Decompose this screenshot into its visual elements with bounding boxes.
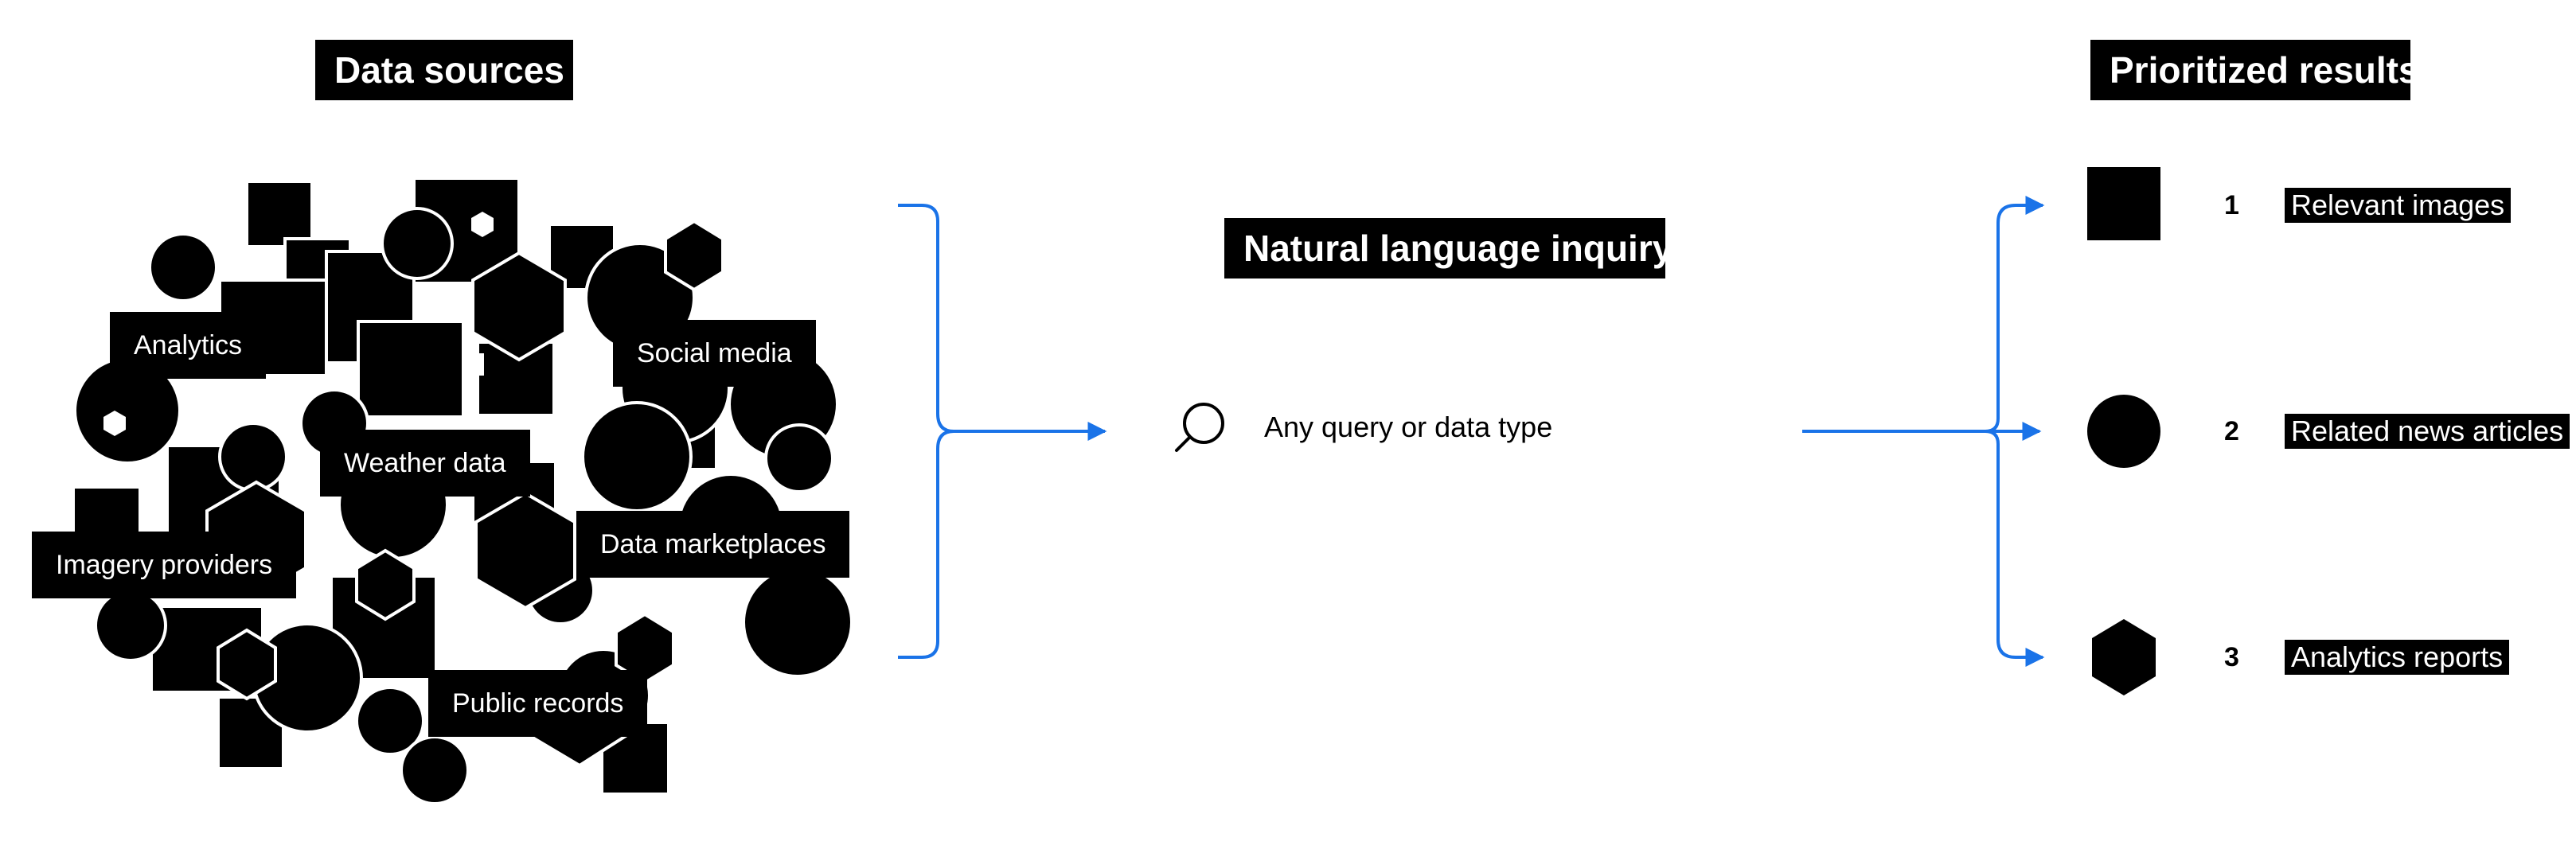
result-label-related-news-articles: Related news articles [2285, 414, 2570, 449]
source-data-marketplaces: Data marketplaces [576, 511, 850, 578]
hexagon-icon [2092, 619, 2156, 695]
source-shape-hexagon [474, 491, 576, 610]
source-shape-accent [471, 212, 494, 237]
source-shape-square [245, 180, 314, 248]
source-shape-circle [94, 589, 167, 662]
result-label-analytics-reports: Analytics reports [2285, 640, 2510, 675]
source-shape-circle [742, 567, 853, 678]
source-bracket [898, 204, 954, 659]
source-shape-hexagon [217, 628, 277, 701]
source-social-media: Social media [613, 320, 816, 387]
result-rank-3: 3 [2224, 642, 2239, 672]
source-shape-hexagon [355, 548, 416, 621]
query-text: Any query or data type [1264, 411, 1553, 443]
source-shape-hexagon [664, 219, 724, 292]
results-branch [1985, 430, 2045, 667]
source-shape-accent [554, 345, 580, 371]
source-imagery-providers: Imagery providers [32, 532, 297, 598]
source-shape-hexagon [471, 251, 567, 362]
source-shape-circle [218, 422, 288, 492]
source-shape-circle [381, 207, 454, 280]
source-shape-circle [400, 735, 470, 805]
source-shape-circle [581, 401, 693, 512]
search-icon [1175, 403, 1224, 452]
source-shape-accent [462, 353, 484, 376]
result-label-relevant-images: Relevant images [2285, 188, 2512, 223]
source-analytics: Analytics [110, 312, 267, 379]
data-sources-title: Data sources [315, 40, 573, 100]
circle-icon [2087, 395, 2160, 468]
source-shape-circle [148, 232, 218, 302]
square-icon [2087, 167, 2160, 240]
source-weather-data: Weather data [320, 430, 530, 497]
source-shape-accent [103, 411, 126, 436]
source-shape-rect [357, 320, 465, 419]
inquiry-title: Natural language inquiry [1224, 218, 1672, 278]
result-rank-1: 1 [2224, 190, 2239, 220]
source-shape-circle [355, 686, 425, 756]
results-title: Prioritized results [2090, 40, 2419, 100]
result-rank-2: 2 [2224, 416, 2239, 446]
source-shape-circle [764, 423, 834, 493]
source-public-records: Public records [428, 670, 648, 737]
results-branch [1985, 196, 2045, 433]
